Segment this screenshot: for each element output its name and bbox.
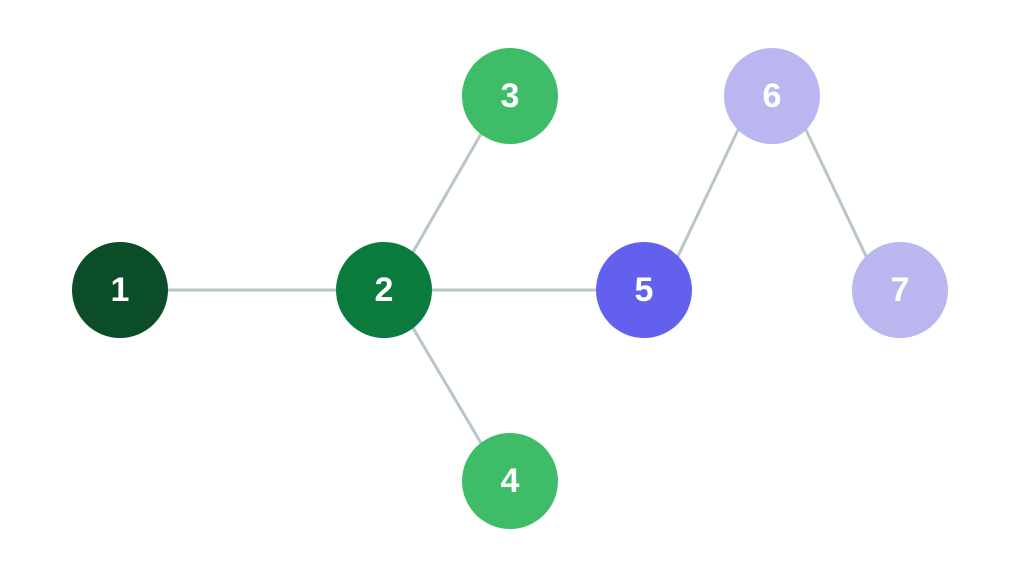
graph-edge-5-6 [676,128,740,258]
graph-edge-2-4 [411,326,483,445]
graph-edge-2-3 [411,132,483,254]
graph-edge-6-7 [804,128,868,258]
graph-node-label-2: 2 [374,271,394,309]
graph-node-label-1: 1 [110,271,130,309]
graph-node-label-4: 4 [500,462,520,500]
graph-node-label-7: 7 [890,271,910,309]
graph-node-4[interactable]: 4 [462,433,558,529]
graph-node-2[interactable]: 2 [336,242,432,338]
graph-node-label-5: 5 [634,271,654,309]
graph-node-3[interactable]: 3 [462,48,558,144]
graph-node-label-3: 3 [500,77,520,115]
graph-node-label-6: 6 [762,77,782,115]
graph-node-6[interactable]: 6 [724,48,820,144]
graph-node-1[interactable]: 1 [72,242,168,338]
graph-node-5[interactable]: 5 [596,242,692,338]
graph-node-7[interactable]: 7 [852,242,948,338]
